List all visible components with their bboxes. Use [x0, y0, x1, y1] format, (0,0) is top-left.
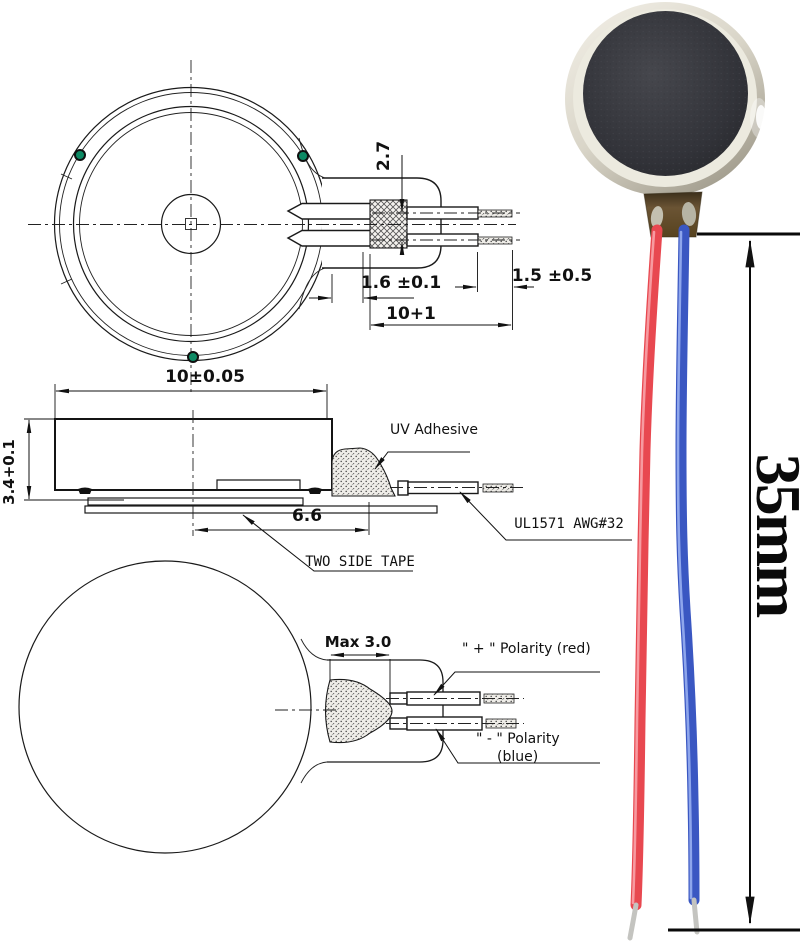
- product-photo: 35mm: [565, 2, 800, 941]
- dim-max-glue-label: Max 3.0: [325, 633, 392, 651]
- rim-highlight: [756, 105, 766, 129]
- housing-fillets-bottom: [300, 638, 328, 784]
- dim-tape-length-label: 6.6: [292, 506, 322, 526]
- blue-wire-highlight: [676, 230, 693, 900]
- dim-height: 3.4+0.1: [0, 418, 124, 505]
- side-view: 3.4+0.1 6.6 UV Adhesive UL1571 AWG#32 TW…: [0, 410, 632, 572]
- lead-wire-upper: [406, 206, 479, 220]
- terminal-prong-lower: [286, 229, 373, 247]
- dim-terminal-gap: 2.7: [374, 141, 405, 256]
- dim-lead-length-label: 10+1: [386, 304, 436, 324]
- blue-wire: [675, 224, 700, 906]
- green-dot-right: [297, 150, 309, 162]
- dim-total-length-label: 35mm: [743, 454, 800, 618]
- top-view: 2.7 1.6 ±0.1 1.5 ±0.5 10+1: [28, 60, 592, 418]
- tape-layer-top: [87, 497, 304, 506]
- terminal-prong-upper: [286, 202, 373, 220]
- housing-fillet-curves: [298, 137, 326, 310]
- dim-strip-length-label: 1.5 ±0.5: [512, 266, 592, 286]
- case-seam-notches: [60, 173, 73, 285]
- face-texture: [583, 11, 748, 176]
- dim-total-length: 35mm: [668, 232, 800, 932]
- uv-adhesive-blob-bottom: [324, 678, 393, 744]
- wire-spec-label: UL1571 AWG#32: [514, 516, 624, 532]
- wire-stub-side: [397, 480, 409, 496]
- motor-body-side: [54, 418, 333, 491]
- red-wire-highlight: [631, 230, 656, 905]
- dim-tape-length: 6.6: [194, 502, 370, 535]
- bottom-centerlines: [275, 698, 524, 724]
- dim-strip-length: 1.5 ±0.5: [455, 250, 592, 330]
- uv-adhesive-callout: UV Adhesive: [374, 422, 478, 470]
- negative-callout: " - " Polarity (blue): [435, 728, 600, 765]
- dim-terminal-gap-label: 2.7: [374, 141, 394, 171]
- bottom-view: Max 3.0 " + " Polarity (red) " - " Polar…: [18, 560, 600, 854]
- solder-block: [369, 199, 408, 249]
- tape-callout: TWO SIDE TAPE: [242, 514, 415, 572]
- red-wire: [630, 224, 663, 911]
- dim-diameter: 10±0.05: [54, 367, 328, 418]
- motor-outline-bottom: [18, 560, 312, 854]
- dim-max-glue: Max 3.0: [325, 633, 392, 694]
- dim-height-label: 3.4+0.1: [0, 439, 18, 505]
- positive-label: " + " Polarity (red): [462, 641, 591, 657]
- dim-lead-length: 10+1: [369, 254, 512, 330]
- stripped-tip-lower: [477, 236, 513, 245]
- solder-blob-right: [681, 202, 697, 226]
- dim-terminal-width: 1.6 ±0.1: [309, 252, 441, 303]
- lead-wire-lower: [406, 233, 479, 247]
- dim-terminal-width-label: 1.6 ±0.1: [361, 273, 441, 293]
- stripped-tip-side: [482, 483, 514, 493]
- positive-callout: " + " Polarity (red): [433, 641, 600, 696]
- side-centerlines: [192, 410, 525, 536]
- stripped-tip-upper: [477, 209, 513, 218]
- uv-adhesive-blob-side: [331, 447, 396, 497]
- bottom-step: [216, 479, 301, 490]
- green-dot-bottom: [187, 351, 199, 363]
- green-dot-left: [74, 149, 86, 161]
- wire-spec-callout: UL1571 AWG#32: [459, 491, 632, 541]
- negative-label: " - " Polarity: [476, 731, 560, 747]
- centerlines: [28, 60, 520, 392]
- negative-color-label: (blue): [497, 749, 538, 765]
- red-wire-tip: [627, 902, 639, 941]
- uv-adhesive-label: UV Adhesive: [390, 422, 478, 438]
- tape-layer-bottom: [84, 505, 438, 514]
- dim-diameter-label: 10±0.05: [165, 367, 245, 387]
- blue-wire-tip: [691, 897, 700, 935]
- solder-blob-left: [650, 206, 664, 228]
- rim-glow: [750, 98, 768, 138]
- tape-label: TWO SIDE TAPE: [305, 554, 415, 570]
